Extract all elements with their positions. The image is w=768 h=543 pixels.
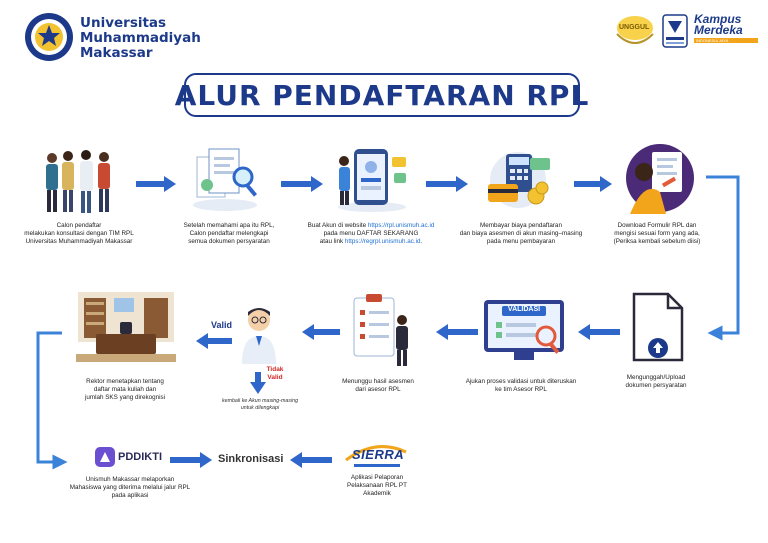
step3-line2: pada menu DAFTAR SEKARANG xyxy=(323,229,419,237)
arrow-7-8 xyxy=(436,324,478,340)
step7-line1: Ajukan proses validasi untuk diteruskan xyxy=(465,378,577,385)
step4-line3: pada menu pembayaran xyxy=(486,237,556,245)
step10-caption: Rektor menetapkan tentang daftar mata ku… xyxy=(60,378,190,401)
upload-document-icon xyxy=(632,292,684,362)
valid-label: Valid xyxy=(211,320,233,330)
step7-line2: ke tim Asesor RPL xyxy=(495,385,547,393)
university-name-line1: Universitas xyxy=(80,15,167,31)
consultation-people-icon xyxy=(46,150,110,213)
step2-caption: Setelah memahami apa itu RPL, Calon pend… xyxy=(170,222,288,245)
tidak-valid-note: kembali ke Akun masing-masing untuk dile… xyxy=(221,398,299,411)
thinking-man-icon xyxy=(242,308,276,364)
step5-line2: mengisi sesuai form yang ada, xyxy=(614,229,700,237)
step11-caption: Unismuh Makassar melaporkan Mahasiswa ya… xyxy=(60,476,200,499)
university-name: Universitas Muhammadiyah Makassar xyxy=(80,16,201,61)
step8-line2: dari asesor RPL xyxy=(355,385,401,393)
university-logo-icon xyxy=(25,13,73,61)
step5-caption: Download Formulir RPL dan mengisi sesuai… xyxy=(592,222,722,245)
step10-line1: Rektor menetapkan tentang xyxy=(86,378,164,385)
step2-line3: semua dokumen persyaratan xyxy=(188,237,270,245)
tuv-certification-icon xyxy=(662,14,688,48)
arrow-11-sinkron xyxy=(170,452,212,468)
payment-calculator-icon xyxy=(488,152,550,208)
step6-line2: dokumen persyaratan xyxy=(625,381,687,389)
arrow-8-9 xyxy=(302,324,340,340)
arrow-6-7 xyxy=(578,324,620,340)
step12-line1: Aplikasi Pelaporan xyxy=(350,474,404,481)
step4-line2: dan biaya asesmen di akun masing–masing xyxy=(459,229,583,237)
step4-line1: Membayar biaya pendaftaran xyxy=(480,222,562,229)
step3-line1: Buat Akun di website https://rpl.unismuh… xyxy=(307,222,435,229)
arrow-sierra-sinkron xyxy=(290,452,332,468)
arrow-9-10 xyxy=(196,333,232,349)
row3-arrows xyxy=(170,452,332,468)
connector-10-11 xyxy=(36,331,68,470)
pddikti-logo-text: PDDIKTI xyxy=(118,451,162,463)
step8-line1: Menunggu hasil asesmen xyxy=(342,378,414,385)
unggul-logo: UNGGUL xyxy=(613,14,657,52)
km-line2: Merdeka xyxy=(694,23,743,37)
step10-line3: jumlah SKS yang direkognisi xyxy=(84,393,166,401)
validation-screen-icon xyxy=(484,300,564,360)
documents-magnifier-icon xyxy=(193,148,258,211)
kampus-merdeka-logo: Kampus Merdeka INDONESIA JAYA xyxy=(694,12,758,48)
rpl-website-link[interactable]: https://rpl.unismuh.ac.id xyxy=(367,222,435,229)
step10-line2: daftar mata kuliah dan xyxy=(93,385,157,393)
arrow-4-5 xyxy=(574,176,612,192)
arrow-9-down xyxy=(250,372,266,394)
sierra-logo-text: SIERRA xyxy=(352,447,405,462)
step5-line1: Download Formulir RPL dan xyxy=(617,222,697,229)
step4-caption: Membayar biaya pendaftaran dan biaya ase… xyxy=(456,222,586,245)
unggul-laurel-icon xyxy=(616,16,654,44)
arrow-1-2 xyxy=(136,176,176,192)
step2-line1: Setelah memahami apa itu RPL, xyxy=(183,222,275,229)
step11-line3: pada aplikasi xyxy=(111,491,149,499)
university-name-line3: Makassar xyxy=(80,45,153,61)
page-title: ALUR PENDAFTARAN RPL xyxy=(174,78,590,112)
rector-office-icon xyxy=(76,292,176,362)
validasi-screen-label: VALIDASI xyxy=(507,306,541,313)
university-name-line2: Muhammadiyah xyxy=(80,30,201,46)
step1-line2: melakukan konsultasi dengan TIM RPL xyxy=(24,229,134,237)
sierra-logo-icon xyxy=(345,445,407,467)
step11-line1: Unismuh Makassar melaporkan xyxy=(85,476,175,483)
step5-line3: (Periksa kembali sebelum diisi) xyxy=(613,237,701,245)
step8-caption: Menunggu hasil asesmen dari asesor RPL xyxy=(328,378,428,394)
pddikti-logo-icon xyxy=(95,447,115,467)
row1-arrows xyxy=(136,176,612,192)
tidak-valid-label: Tidak Valid xyxy=(266,366,284,381)
step3-line3: atau link https://regrpl.unismuh.ac.id. xyxy=(319,237,423,245)
step7-caption: Ajukan proses validasi untuk diteruskan … xyxy=(456,378,586,394)
arrow-2-3 xyxy=(281,176,323,192)
title-box: ALUR PENDAFTARAN RPL xyxy=(175,73,588,117)
km-subtitle: INDONESIA JAYA xyxy=(694,38,758,43)
step11-line2: Mahasiswa yang diterima melalui jalur RP… xyxy=(69,483,191,491)
row2-arrows xyxy=(196,324,620,394)
km-line1: Kampus xyxy=(694,12,742,26)
step6-line1: Mengunggah/Upload xyxy=(626,374,686,381)
step1-caption: Calon pendaftar melakukan konsultasi den… xyxy=(14,222,144,245)
step1-line1: Calon pendaftar xyxy=(56,222,102,229)
step3-caption: Buat Akun di website https://rpl.unismuh… xyxy=(306,222,436,245)
arrow-3-4 xyxy=(426,176,468,192)
unggul-text: UNGGUL xyxy=(619,24,650,31)
create-account-phone-icon xyxy=(338,149,406,212)
sinkronisasi-label: Sinkronisasi xyxy=(218,453,284,465)
step12-caption: Aplikasi Pelaporan Pelaksanaan RPL PT Ak… xyxy=(322,474,432,497)
step12-line3: Akademik xyxy=(363,489,391,497)
step12-line2: Pelaksanaan RPL PT xyxy=(347,481,407,489)
assessor-checklist-icon xyxy=(353,294,408,366)
step2-line2: Calon pendaftar melengkapi xyxy=(189,229,269,237)
fill-form-person-icon xyxy=(626,144,694,214)
connector-5-6 xyxy=(706,175,740,341)
step6-caption: Mengunggah/Upload dokumen persyaratan xyxy=(600,374,712,390)
regrpl-website-link[interactable]: https://regrpl.unismuh.ac.id. xyxy=(344,237,423,245)
step1-line3: Universitas Muhammadiyah Makassar xyxy=(25,237,133,245)
